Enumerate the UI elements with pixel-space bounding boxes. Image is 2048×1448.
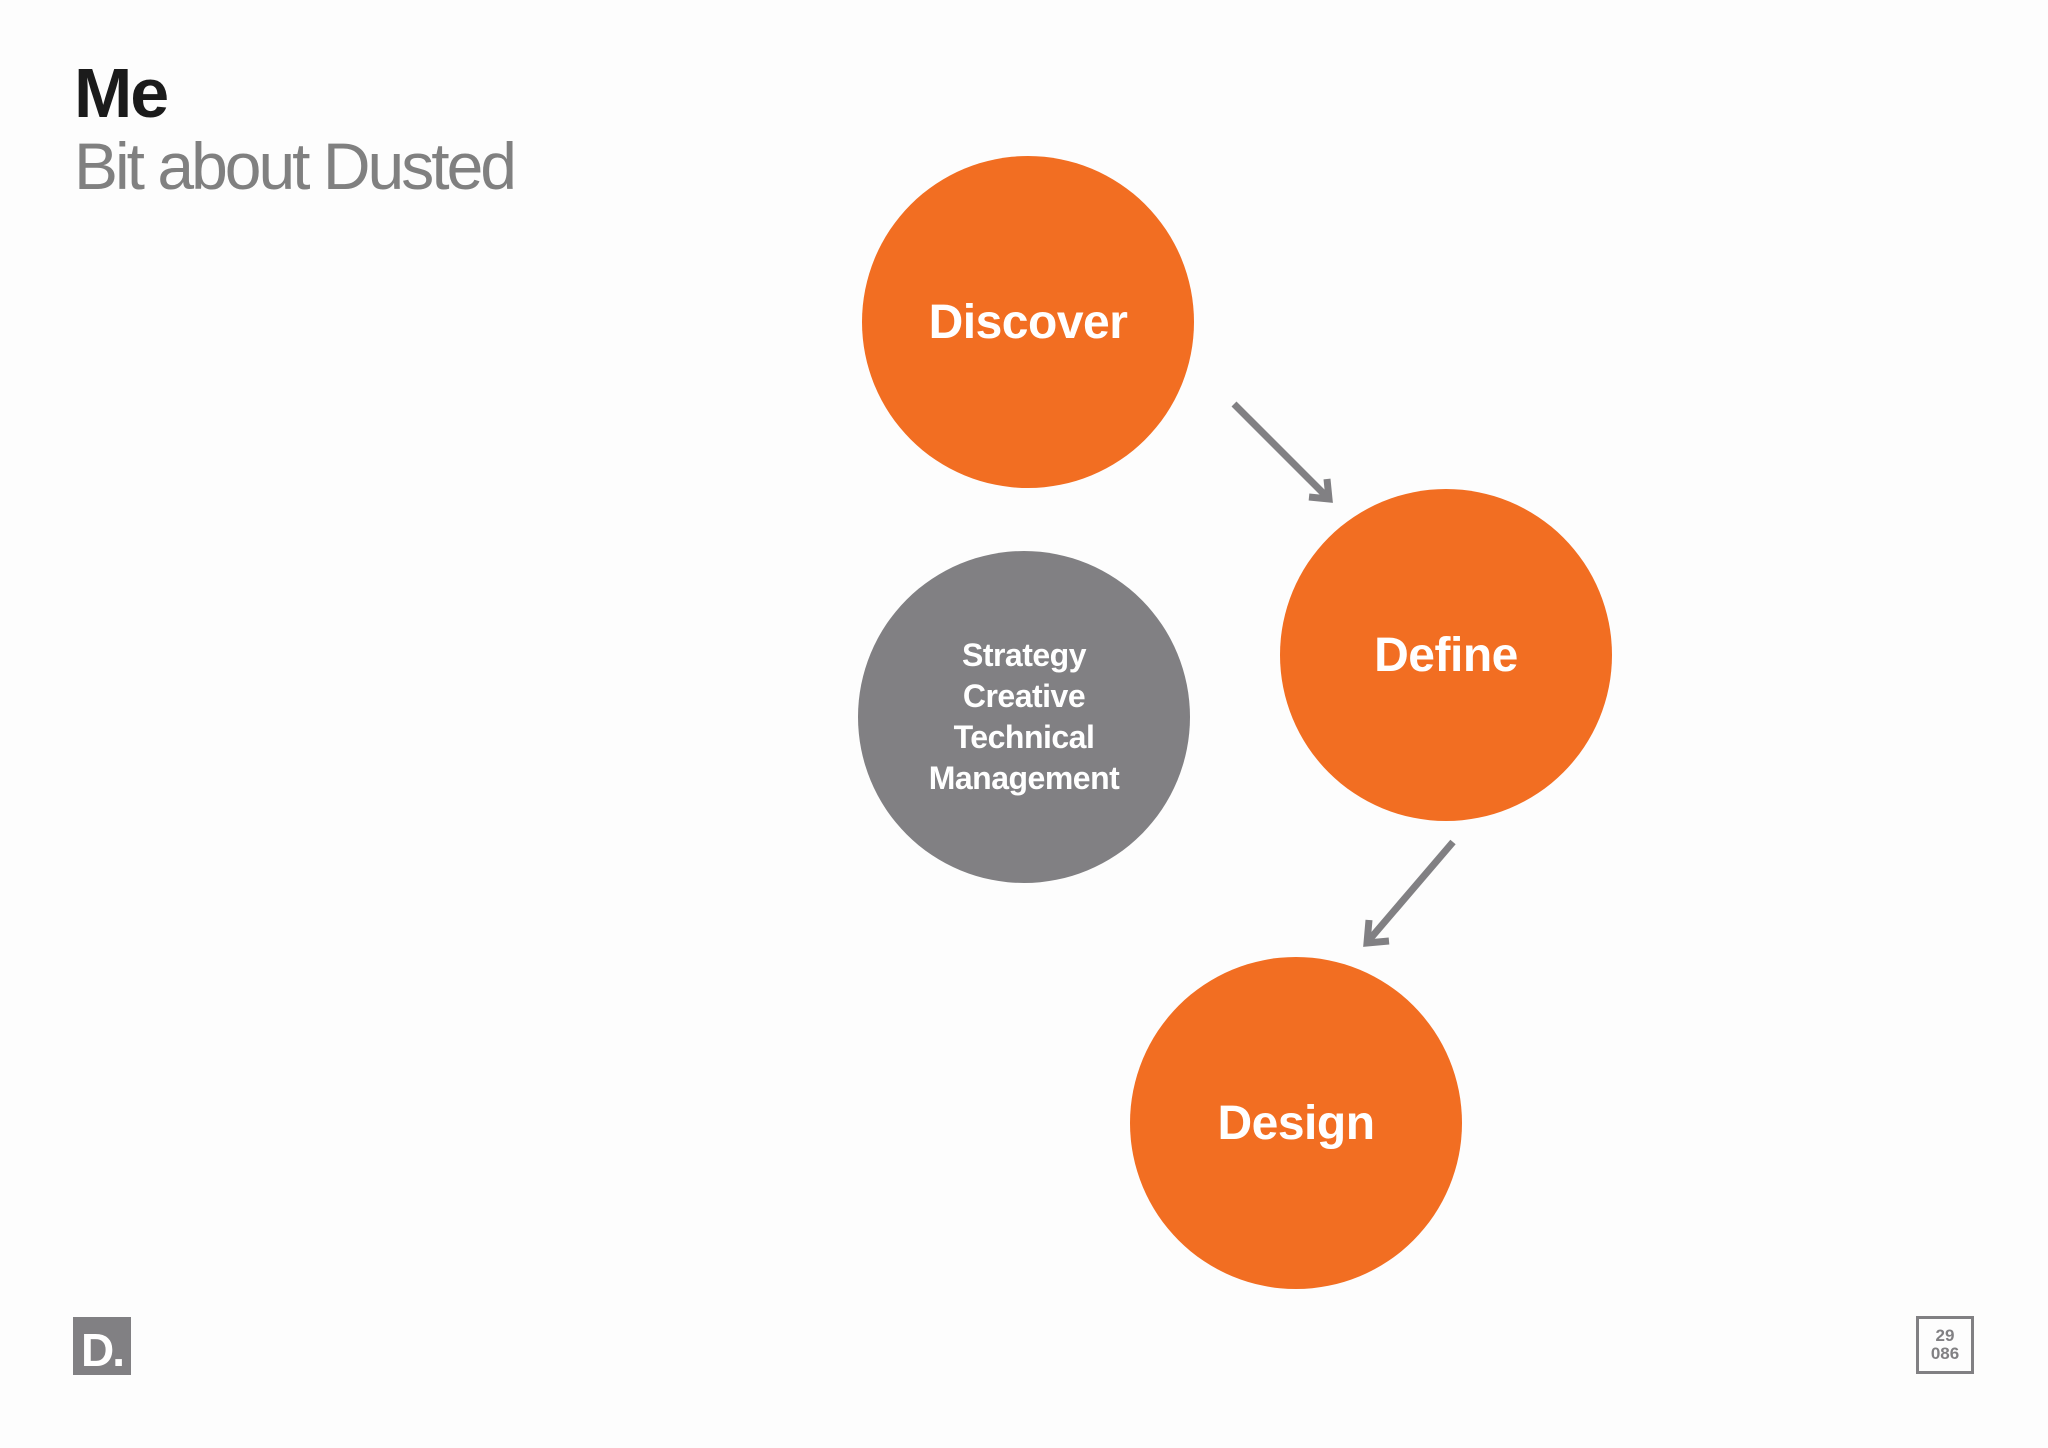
slide-subtitle: Bit about Dusted xyxy=(74,129,517,203)
arrow-discover-to-define xyxy=(1231,401,1333,503)
logo-text: D. xyxy=(81,1324,125,1376)
discipline-technical: Technical xyxy=(953,719,1095,755)
design-circle: Design xyxy=(1130,957,1462,1289)
discipline-creative: Creative xyxy=(962,678,1086,714)
disciplines-circle: Strategy Creative Technical Management xyxy=(858,551,1190,883)
slide-title: Me xyxy=(74,54,169,132)
define-circle: Define xyxy=(1280,489,1612,821)
arrow-define-to-design xyxy=(1363,839,1456,947)
discipline-strategy: Strategy xyxy=(961,637,1087,673)
discipline-management: Management xyxy=(928,760,1120,796)
discover-label: Discover xyxy=(928,295,1128,349)
disciplines-list: Strategy Creative Technical Management xyxy=(929,635,1120,799)
page-number-box: 29 086 xyxy=(1916,1316,1974,1374)
define-label: Define xyxy=(1374,628,1518,682)
dusted-logo: D. xyxy=(73,1317,131,1375)
design-label: Design xyxy=(1217,1096,1375,1150)
page-code: 086 xyxy=(1930,1344,1960,1363)
discover-circle: Discover xyxy=(862,156,1194,488)
page-number: 29 xyxy=(1935,1326,1955,1345)
